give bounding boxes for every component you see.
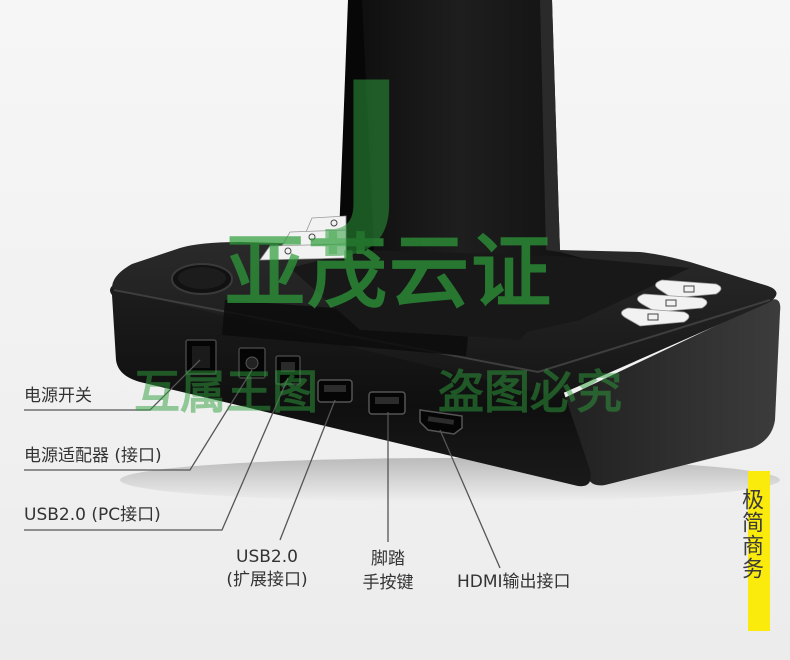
label-power-switch: 电源开关	[24, 386, 92, 406]
side-tag-text: 极简商务	[738, 488, 763, 580]
power-switch-rocker[interactable]	[192, 346, 210, 368]
button-right-1-icon	[683, 285, 695, 293]
left-button-cluster	[259, 215, 347, 261]
button-right-2-icon	[665, 299, 677, 307]
leader-power-switch	[24, 359, 201, 411]
button-right-2[interactable]	[637, 293, 708, 313]
arm-base-flare	[290, 250, 690, 338]
usb-expand-tongue	[324, 385, 346, 392]
hdmi-tongue	[427, 416, 455, 425]
button-right-3-icon	[647, 313, 659, 321]
power-adapter-pin	[245, 356, 259, 370]
right-button-cluster	[621, 279, 722, 327]
usb-pc-tongue	[281, 362, 295, 372]
label-foot-pedal-line1: 脚踏	[371, 549, 405, 569]
button-right-3[interactable]	[621, 307, 690, 327]
label-power-adapter: 电源适配器 (接口)	[24, 446, 162, 466]
arm-column-left-face	[338, 0, 374, 262]
label-foot-pedal-line2: 手按键	[362, 572, 414, 593]
watermark-brand: 亚茂云证	[225, 226, 553, 319]
foot-pedal-tongue	[375, 397, 399, 404]
arm-column-right-face	[540, 0, 560, 252]
label-usb-pc: USB2.0 (PC接口)	[24, 505, 161, 525]
base-right-side	[560, 299, 781, 486]
leader-usb-expand	[279, 399, 336, 541]
button-left-1-icon	[330, 219, 338, 227]
button-left-2-icon	[308, 233, 316, 241]
side-tag-highlight	[748, 471, 770, 631]
button-right-1[interactable]	[655, 279, 722, 299]
label-usb-expand-line1: USB2.0	[236, 547, 298, 567]
watermark: J 亚茂云证 互属王图 盗图必究	[134, 42, 622, 419]
round-power-button-face	[178, 267, 226, 289]
leader-power-adapter	[24, 369, 253, 471]
button-left-3-icon	[284, 247, 292, 255]
watermark-notice-right: 盗图必究	[438, 365, 622, 419]
watermark-logo-letter: J	[325, 42, 407, 263]
leader-lines	[24, 359, 501, 569]
label-usb-expand-line2: (扩展接口)	[226, 569, 308, 590]
leader-usb-pc	[24, 377, 289, 531]
label-foot-pedal: 脚踏 手按键	[354, 548, 422, 596]
label-usb-expand: USB2.0 (扩展接口)	[213, 546, 321, 592]
label-hdmi: HDMI输出接口	[457, 572, 571, 592]
watermark-notice-left: 互属王图	[134, 365, 318, 419]
button-left-3[interactable]	[259, 243, 347, 261]
leader-hdmi	[439, 429, 501, 569]
port-row	[185, 339, 463, 435]
